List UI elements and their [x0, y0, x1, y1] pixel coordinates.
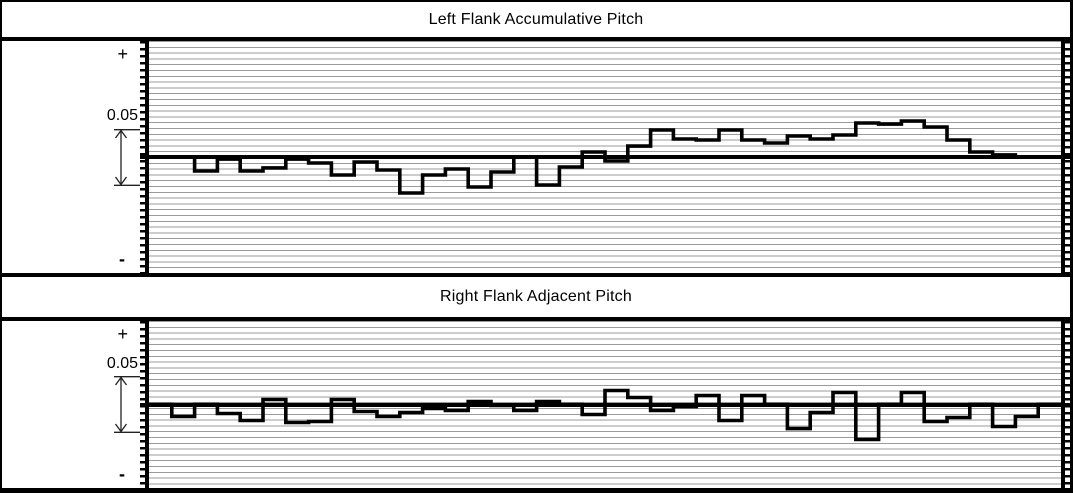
minus-axis-label: -: [119, 464, 125, 484]
right-edge-ruler-ticks: [1061, 41, 1070, 273]
minus-axis-label: -: [119, 249, 125, 269]
right-edge-ruler-ticks: [1061, 321, 1070, 488]
left-edge-ruler-ticks: [140, 321, 149, 488]
zero-baseline: [140, 402, 1070, 407]
axis-label-column: + 0.05 -: [2, 321, 140, 488]
scale-value-label: 0.05: [106, 354, 138, 372]
panel-title: Left Flank Accumulative Pitch: [428, 10, 644, 28]
scale-dimension-arrow-icon: [114, 128, 140, 186]
panel-title-bar: Left Flank Accumulative Pitch: [2, 2, 1070, 41]
panel-divider: [2, 273, 1070, 277]
plot-area: [140, 321, 1070, 488]
panel-title: Right Flank Adjacent Pitch: [440, 288, 632, 305]
axis-label-column: + 0.05 -: [2, 41, 140, 273]
scale-value-label: 0.05: [106, 107, 138, 124]
left-edge-ruler-ticks: [140, 41, 149, 273]
plus-axis-label: +: [117, 324, 128, 344]
plus-axis-label: +: [117, 44, 128, 64]
chart-area: + 0.05 -: [2, 41, 1070, 273]
chart-area: + 0.05 -: [2, 321, 1070, 488]
panel-title-bar: Right Flank Adjacent Pitch: [2, 277, 1070, 321]
plot-area: [140, 41, 1070, 273]
zero-baseline: [140, 155, 1070, 159]
scale-dimension-arrow-icon: [114, 376, 140, 433]
